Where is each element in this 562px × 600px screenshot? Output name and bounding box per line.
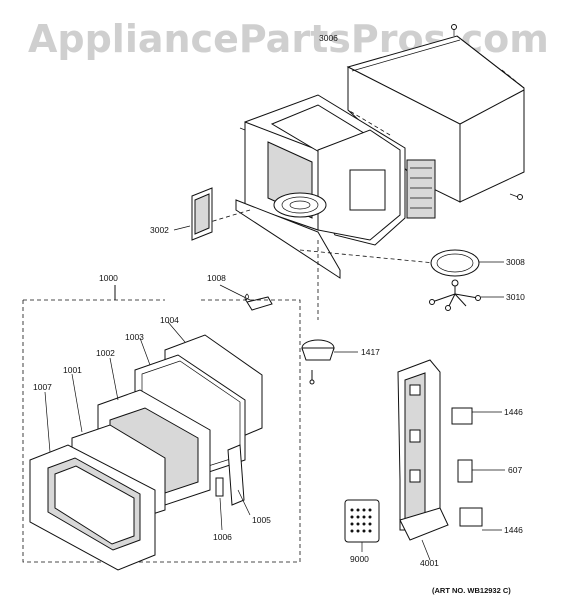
callout-1002: 1002 — [96, 348, 115, 358]
roller-support-3010 — [429, 279, 504, 311]
door-assembly-1000 — [22, 285, 301, 563]
callout-1004: 1004 — [160, 315, 179, 325]
motor-1417 — [301, 339, 358, 385]
switch-607 — [457, 459, 505, 483]
turntable-3008 — [430, 249, 504, 277]
callout-1417: 1417 — [361, 347, 380, 357]
switch-1446-lower — [459, 507, 502, 531]
callout-9000: 9000 — [350, 554, 369, 564]
callout-1005: 1005 — [252, 515, 271, 525]
callout-1001: 1001 — [63, 365, 82, 375]
callout-1003: 1003 — [125, 332, 144, 342]
callout-1446-upper: 1446 — [504, 407, 523, 417]
switch-1446-upper — [451, 407, 502, 425]
latch-part-1008 — [219, 284, 273, 311]
cavity-assembly — [199, 94, 456, 320]
callout-3010: 3010 — [506, 292, 525, 302]
keypad-9000 — [344, 499, 380, 552]
callout-1006: 1006 — [213, 532, 232, 542]
callout-1446-lower: 1446 — [504, 525, 523, 535]
door-outer-1007 — [29, 391, 156, 571]
art-number: (ART NO. WB12932 C) — [432, 586, 511, 595]
callout-3008: 3008 — [506, 257, 525, 267]
callout-1000: 1000 — [99, 273, 118, 283]
callout-1008: 1008 — [207, 273, 226, 283]
door-spring-1006 — [215, 477, 224, 531]
cover-part-3002 — [173, 187, 213, 241]
door-hook-1005 — [227, 444, 251, 516]
interlock-bracket-4001 — [397, 359, 449, 561]
callout-4001: 4001 — [420, 558, 439, 568]
callout-1007: 1007 — [33, 382, 52, 392]
callout-3002: 3002 — [150, 225, 169, 235]
callout-3006: 3006 — [319, 33, 338, 43]
callout-607: 607 — [508, 465, 522, 475]
